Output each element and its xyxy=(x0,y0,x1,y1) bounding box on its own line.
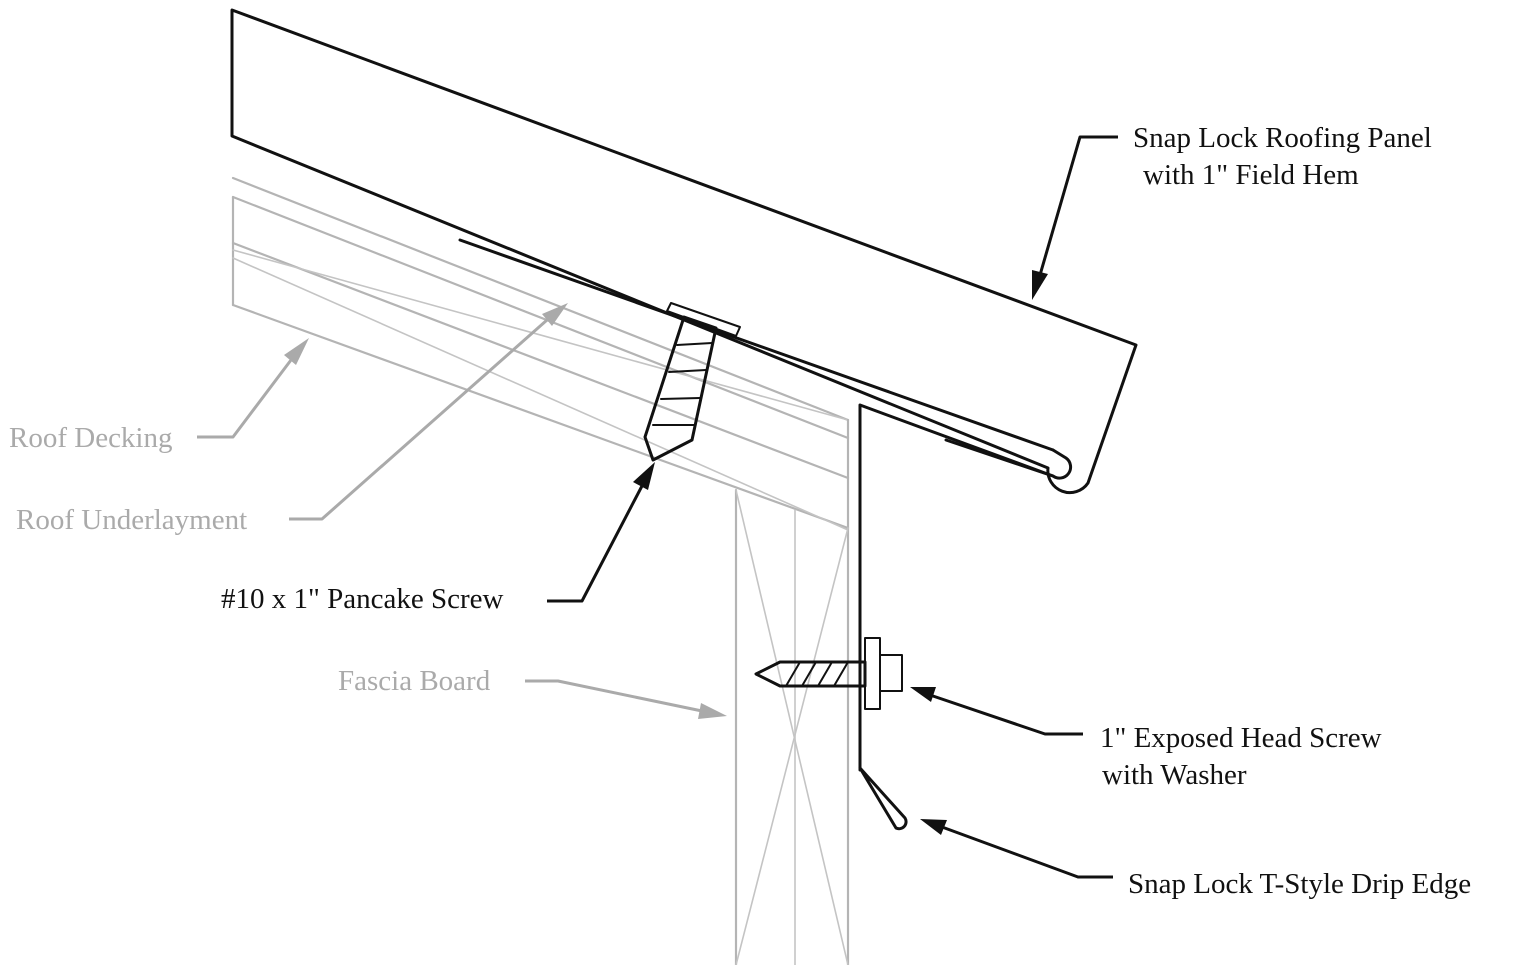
label-roof-underlayment: Roof Underlayment xyxy=(16,504,247,536)
leader-drip-edge xyxy=(920,819,1113,879)
screw-thread-4 xyxy=(833,661,849,687)
pancake-screw-head xyxy=(666,302,741,337)
screw-shank xyxy=(754,660,867,688)
leader-exposed-screw xyxy=(910,687,1083,736)
label-roofing-panel-line2: with 1" Field Hem xyxy=(1143,159,1359,191)
leader-roofing-panel xyxy=(1032,135,1118,300)
label-roof-decking: Roof Decking xyxy=(9,422,173,454)
leader-line xyxy=(1038,135,1118,276)
leader-line xyxy=(525,679,703,713)
pancake-screw-thread-1 xyxy=(676,342,713,346)
snap-lock-drip-edge xyxy=(858,403,1055,831)
arrowhead xyxy=(1032,270,1048,300)
fascia-cross-2 xyxy=(735,527,849,965)
leader-roof-decking xyxy=(197,338,309,439)
screw-thread-2 xyxy=(801,661,817,687)
roof-deck-assembly xyxy=(231,176,850,965)
pancake-screw-shank xyxy=(643,315,718,462)
leader-line xyxy=(929,693,1083,736)
arrowhead xyxy=(910,687,936,702)
drip-edge-face xyxy=(858,403,1055,772)
pancake-screw-thread-3 xyxy=(660,397,701,400)
decking-bottom-edge xyxy=(231,303,850,530)
arrowhead xyxy=(920,819,947,835)
underlayment-top-line xyxy=(231,176,850,422)
decking-inner-line xyxy=(231,241,850,480)
screw-thread-3 xyxy=(817,661,833,687)
leader-line xyxy=(289,318,548,521)
leader-line xyxy=(547,483,645,603)
leader-line xyxy=(197,359,293,439)
decking-grain-1 xyxy=(232,249,849,421)
label-exposed-screw-line1: 1" Exposed Head Screw xyxy=(1100,722,1382,754)
fascia-cross-1 xyxy=(735,489,849,965)
label-drip-edge: Snap Lock T-Style Drip Edge xyxy=(1128,868,1471,900)
arrowhead xyxy=(542,303,568,326)
arrowhead xyxy=(698,703,727,719)
leader-line xyxy=(941,825,1113,879)
roofing-panel-hem xyxy=(944,438,1073,480)
arrowhead xyxy=(284,338,309,365)
roofing-panel-hem-line xyxy=(458,238,1055,452)
screw-thread-1 xyxy=(785,661,801,687)
screw-washer xyxy=(864,637,881,710)
arrowhead xyxy=(633,462,655,490)
screw-hex-head xyxy=(879,654,903,692)
pancake-screw xyxy=(643,302,741,462)
leader-pancake-screw xyxy=(547,462,655,603)
label-pancake-screw: #10 x 1" Pancake Screw xyxy=(221,583,503,615)
roofing-panel-body xyxy=(230,8,1138,494)
pancake-screw-thread-2 xyxy=(668,369,707,373)
label-fascia-board: Fascia Board xyxy=(338,665,491,697)
exposed-head-screw xyxy=(754,637,903,710)
leader-roof-underlayment xyxy=(289,303,568,521)
leader-fascia-board xyxy=(525,679,727,719)
decking-grain-2 xyxy=(232,257,849,531)
label-exposed-screw-line2: with Washer xyxy=(1102,759,1247,791)
drip-edge-kick xyxy=(858,766,908,831)
label-roofing-panel-line1: Snap Lock Roofing Panel xyxy=(1133,122,1432,154)
decking-top-edge xyxy=(231,195,850,440)
snap-lock-roofing-panel xyxy=(230,8,1138,494)
